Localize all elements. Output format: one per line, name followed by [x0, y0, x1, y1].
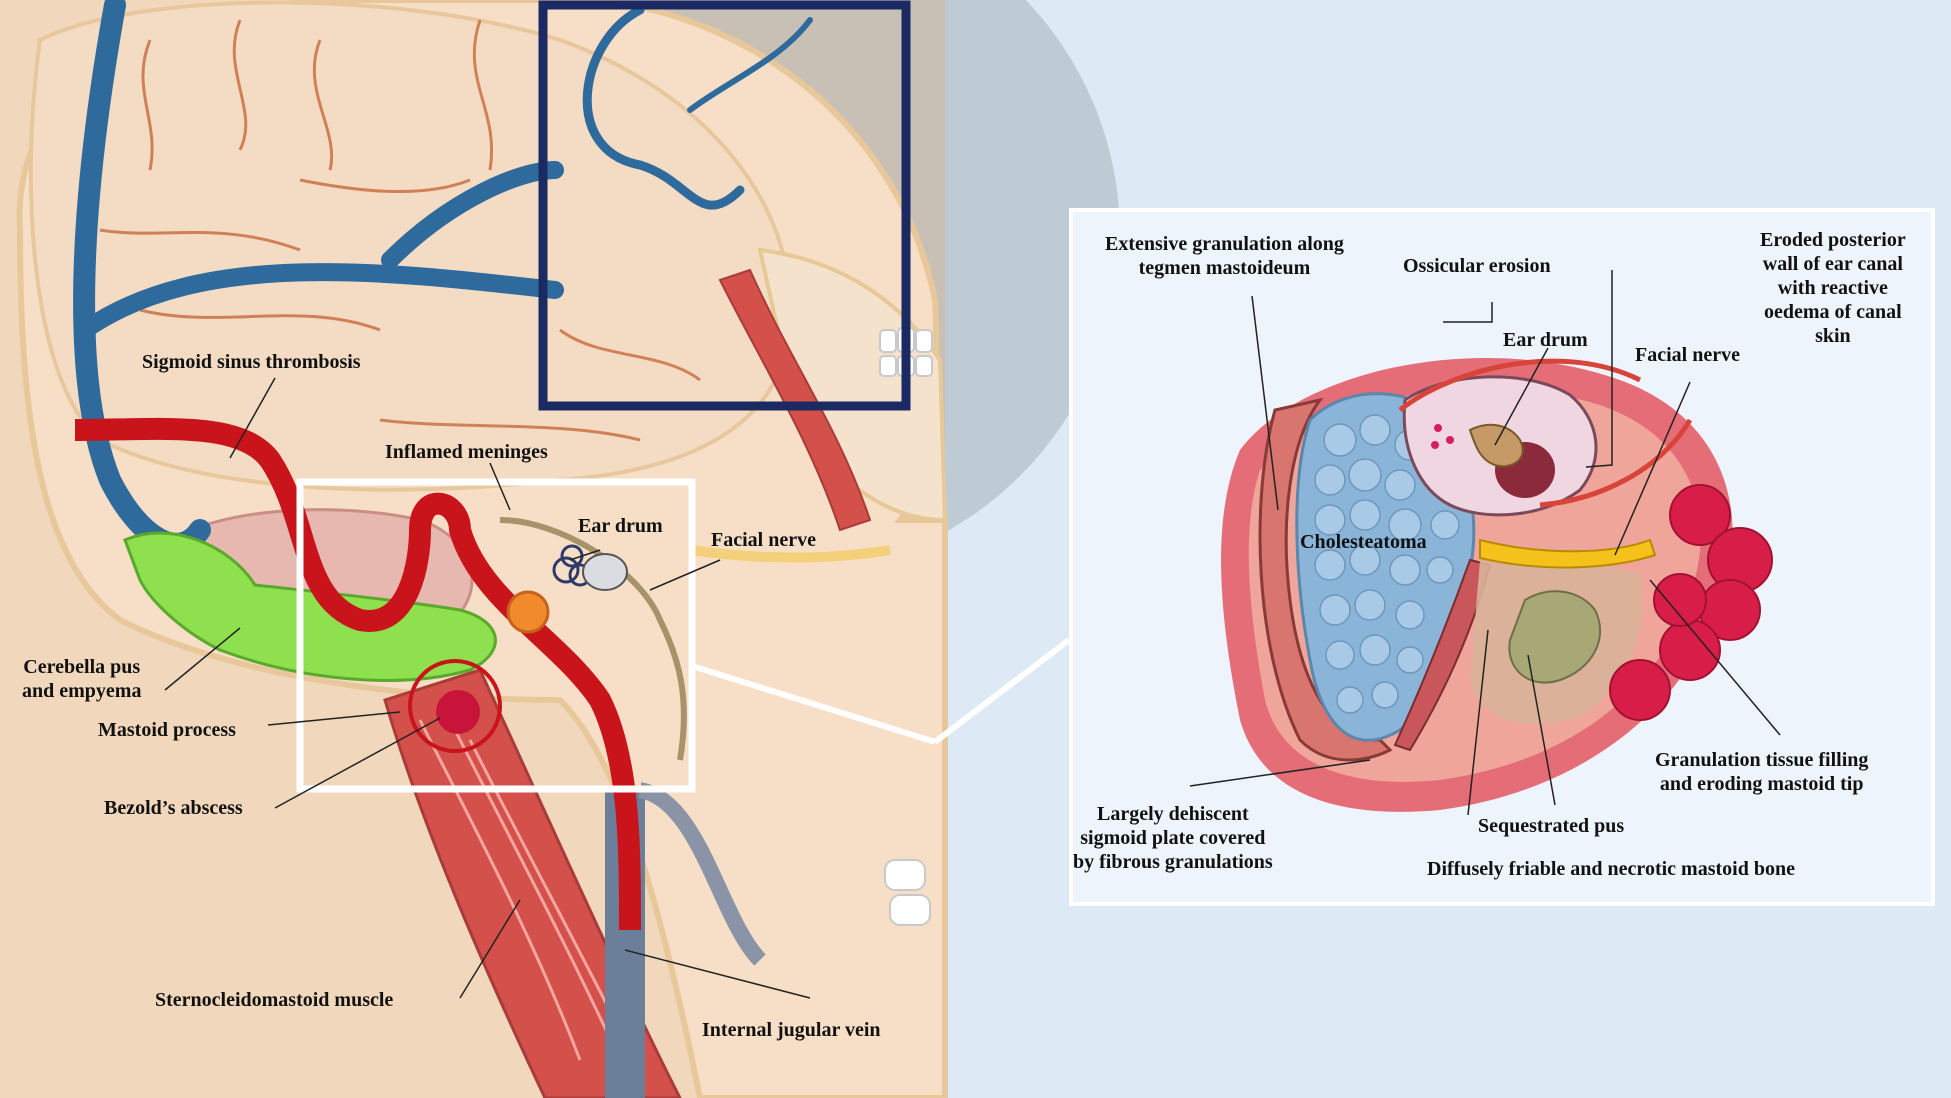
- left-leader-lines: [164, 377, 811, 999]
- cerebellar-pus: [123, 531, 497, 682]
- label-detail-facial-nerve: Facial nerve: [1635, 344, 1740, 366]
- granulation-lobes: [1609, 484, 1773, 721]
- label-bezolds-abscess: Bezold’s abscess: [104, 797, 243, 819]
- sequestrated-pus: [1508, 590, 1601, 684]
- bezold-abscess: [436, 690, 480, 734]
- facial-nerve-canal: [1479, 538, 1657, 569]
- canal-wall-arc: [1398, 358, 1693, 508]
- sigmoid-sinus-thrombus: [74, 417, 641, 931]
- label-sequestrated-pus: Sequestrated pus: [1478, 815, 1625, 837]
- connector-line-2: [933, 637, 1071, 745]
- scm-muscle-small: [718, 268, 872, 532]
- grey-vessel: [637, 782, 766, 966]
- label-necrotic-bone: Diffusely friable and necrotic mastoid b…: [1427, 858, 1795, 880]
- label-facial-nerve: Facial nerve: [711, 529, 816, 551]
- label-ear-drum: Ear drum: [578, 515, 663, 537]
- ossicle-fragment: [1468, 423, 1524, 468]
- label-sternocleidomastoid: Sternocleidomastoid muscle: [155, 989, 394, 1011]
- zoom-box: [538, 0, 911, 411]
- label-sigmoid-sinus-thrombosis: Sigmoid sinus thrombosis: [142, 351, 361, 373]
- highlight-box: [296, 478, 696, 793]
- label-cholesteatoma: Cholesteatoma: [1300, 531, 1427, 553]
- connector-line: [691, 663, 936, 745]
- label-inflamed-meninges: Inflamed meninges: [385, 441, 548, 463]
- facial-nerve-branch: [689, 545, 891, 563]
- label-detail-ear-drum: Ear drum: [1503, 329, 1588, 351]
- label-mastoid-process: Mastoid process: [98, 719, 236, 741]
- ear-drum-oval: [582, 553, 628, 591]
- label-granulation-tip: Granulation tissue filling and eroding m…: [1655, 749, 1869, 795]
- mastoid-node: [506, 590, 550, 634]
- label-eroded-posterior-wall: Eroded posterior wall of ear canal with …: [1760, 229, 1906, 347]
- facial-nerve-path: [499, 517, 687, 761]
- label-granulation-tegmen: Extensive granulation along tegmen masto…: [1105, 233, 1344, 279]
- label-cerebella-pus: Cerebella pus and empyema: [22, 656, 142, 702]
- label-internal-jugular-vein: Internal jugular vein: [702, 1019, 881, 1041]
- ossicle-dots: [1431, 424, 1454, 449]
- brain-sulci: [99, 19, 701, 442]
- bezold-abscess-outline: [408, 659, 502, 753]
- label-ossicular-erosion: Ossicular erosion: [1403, 255, 1551, 277]
- detail-leader-lines: [1189, 270, 1781, 816]
- label-sigmoid-plate: Largely dehiscent sigmoid plate covered …: [1073, 803, 1273, 873]
- cholesteatoma-bubbles: [1314, 414, 1460, 714]
